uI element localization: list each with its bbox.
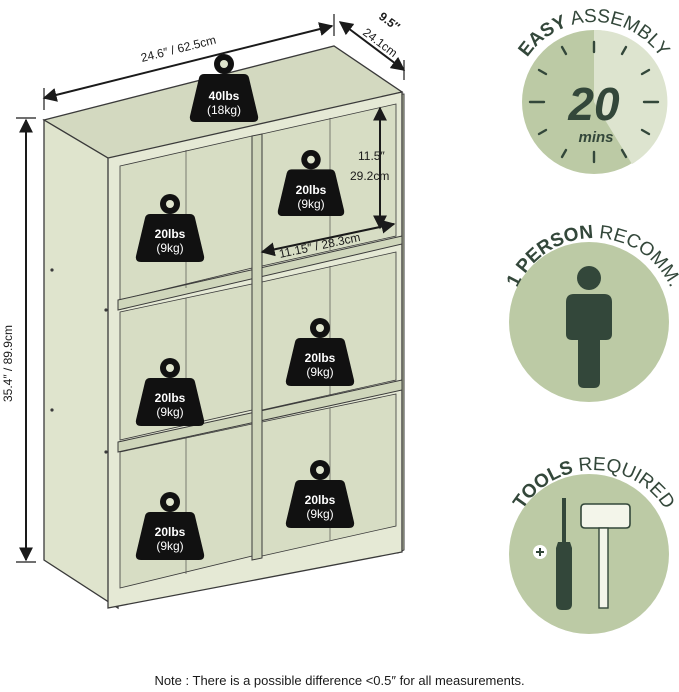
svg-text:(9kg): (9kg) <box>306 507 333 521</box>
weight-cube-top-right: 20lbs (9kg) <box>277 149 345 217</box>
badge-tools-required: TOOLS REQUIRED <box>509 454 679 634</box>
depth-label-in: 9.5″ <box>376 9 403 34</box>
cube-height-cm: 29.2cm <box>350 169 389 183</box>
svg-text:40lbs: 40lbs <box>209 89 240 103</box>
weight-top: 40lbs (18kg) <box>189 54 259 122</box>
svg-text:20lbs: 20lbs <box>305 493 336 507</box>
assembly-time-value: 20 <box>567 78 620 130</box>
person-icon <box>566 266 612 388</box>
svg-text:20lbs: 20lbs <box>155 525 186 539</box>
weight-cube-bottom-right: 20lbs (9kg) <box>285 460 355 528</box>
svg-text:(9kg): (9kg) <box>297 197 324 211</box>
cube-height-in: 11.5″ <box>358 149 385 163</box>
weight-cube-bottom-left: 20lbs (9kg) <box>135 492 205 560</box>
weight-cube-mid-left: 20lbs (9kg) <box>135 358 205 426</box>
svg-text:20lbs: 20lbs <box>155 227 186 241</box>
svg-text:(9kg): (9kg) <box>156 405 183 419</box>
svg-text:(9kg): (9kg) <box>156 241 183 255</box>
plus-screw-icon <box>533 545 547 559</box>
bookcase-left-side <box>43 118 119 610</box>
weight-cube-mid-right: 20lbs (9kg) <box>285 318 355 386</box>
hammer-icon <box>580 503 631 609</box>
width-label: 24.6″ / 62.5cm <box>139 33 217 65</box>
badge-one-person: 1 PERSON RECOMM. <box>503 222 679 402</box>
dimension-lines <box>19 21 406 562</box>
svg-text:20lbs: 20lbs <box>155 391 186 405</box>
svg-text:(18kg): (18kg) <box>207 103 241 117</box>
svg-text:(9kg): (9kg) <box>156 539 183 553</box>
svg-text:20lbs: 20lbs <box>296 183 327 197</box>
assembly-time-unit: mins <box>578 129 613 146</box>
height-label: 35.4″ / 89.9cm <box>1 325 15 402</box>
clock-icon <box>528 40 660 164</box>
weight-cube-top-left: 20lbs (9kg) <box>135 194 205 262</box>
svg-text:20lbs: 20lbs <box>305 351 336 365</box>
badge-easy-assembly: EASY ASSEMBLY 20 mins <box>515 6 674 174</box>
svg-text:(9kg): (9kg) <box>306 365 333 379</box>
screwdriver-icon <box>556 498 572 610</box>
measurement-note: Note : There is a possible difference <0… <box>154 673 525 688</box>
